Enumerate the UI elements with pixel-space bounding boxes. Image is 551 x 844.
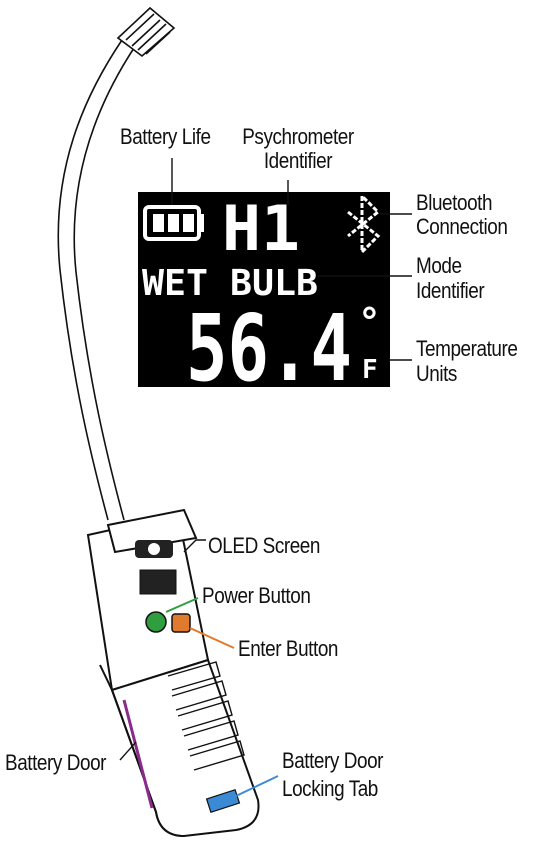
leader-lines (119, 158, 412, 761)
enter-button-leader (189, 627, 235, 649)
mode-identifier-value: WET BULB (142, 263, 318, 304)
oled-screen-label: OLED Screen (208, 533, 321, 558)
temperature-value: 56.4 (186, 295, 352, 402)
power-button[interactable] (145, 611, 167, 633)
handle-grip-ribs (167, 661, 245, 771)
bluetooth-icon (347, 192, 381, 256)
probe-neck (57, 39, 135, 521)
probe-tip (116, 6, 176, 58)
temperature-unit: F (362, 355, 378, 385)
battery-door-highlight (122, 699, 154, 809)
device-oled-screen (139, 569, 177, 595)
bluetooth-connection-label-2: Connection (416, 214, 508, 239)
locking-tab-label-2: Locking Tab (282, 776, 378, 801)
battery-life-label: Battery Life (120, 124, 211, 149)
psychrometer-identifier-value: H1 (222, 192, 300, 265)
power-button-label: Power Button (202, 583, 311, 608)
degree-symbol: ° (358, 300, 381, 344)
temperature-units-label-1: Temperature (416, 336, 518, 361)
device-logo (135, 540, 173, 558)
psychrometer-identifier-label-1: Psychrometer (242, 124, 354, 149)
temperature-units-label-2: Units (416, 361, 457, 386)
mode-identifier-label-2: Identifier (416, 278, 485, 303)
mode-identifier-label-1: Mode (416, 253, 462, 278)
psychrometer-identifier-label-2: Identifier (263, 148, 333, 173)
battery-door-label: Battery Door (5, 750, 107, 775)
oled-display (138, 192, 390, 387)
enter-button-label: Enter Button (238, 636, 339, 661)
locking-tab-label-1: Battery Door (282, 748, 384, 773)
bluetooth-connection-label-1: Bluetooth (416, 190, 493, 215)
battery-full-icon (143, 205, 204, 241)
enter-button[interactable] (171, 613, 191, 633)
meter-body (86, 508, 260, 838)
power-button-leader (165, 597, 199, 613)
locking-tab-leader (235, 775, 279, 797)
